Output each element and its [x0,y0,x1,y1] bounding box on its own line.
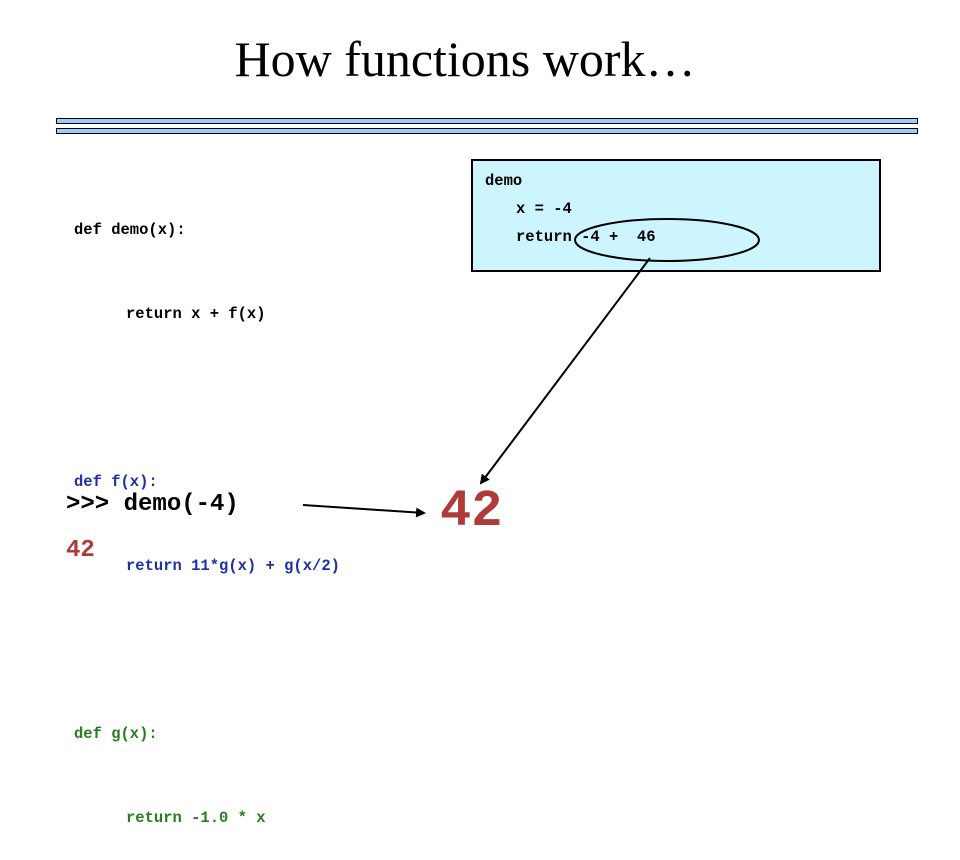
code-line-blank [74,636,340,664]
code-line-return-f: return 11*g(x) + g(x/2) [126,557,340,575]
title-rule-upper [56,118,918,124]
shell-prompt: >>> demo(-4) [66,491,239,518]
code-line-def-f: def f(x): [74,473,158,491]
result-value: 42 [440,482,503,541]
frame-name: demo [485,172,523,190]
code-line-return-g: return -1.0 * x [126,809,266,827]
code-line-def-g: def g(x): [74,725,158,743]
slide-title: How functions work… [234,31,696,87]
code-line-def-demo: def demo(x): [74,221,186,239]
code-line-return-demo: return x + f(x) [126,305,266,323]
code-line-blank [74,384,340,412]
shell-output: 42 [66,537,95,564]
frame-binding: x = -4 [516,200,572,218]
frame-return-expression: return -4 + 46 [516,228,656,246]
title-rule-lower [56,128,918,134]
stack-frame-demo: demo x = -4 return -4 + 46 [471,159,881,272]
arrow-from-frame-to-result [479,257,651,485]
